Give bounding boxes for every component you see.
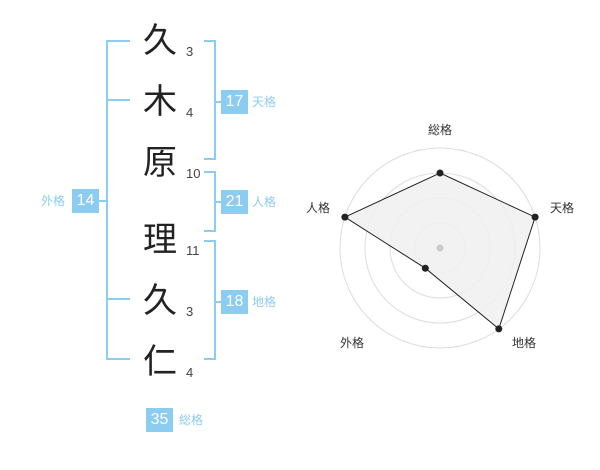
radar-grid-ring: [339, 147, 541, 349]
radar-center-dot: [436, 244, 444, 252]
radar-label-jinkaku: 人格: [306, 200, 330, 215]
soukaku-badge: 35: [146, 408, 173, 432]
tenkaku-badge: 17: [221, 90, 248, 114]
jinkaku-label: 人格: [252, 195, 277, 209]
name-char-2: 木: [143, 82, 177, 122]
stroke-count-5: 3: [186, 304, 194, 319]
chikaku-label: 地格: [252, 295, 277, 309]
bracket-connector: [214, 101, 222, 103]
bracket-tick: [106, 99, 130, 101]
bracket-connector: [99, 200, 107, 202]
radar-points: [341, 169, 539, 333]
name-char-5: 久: [143, 281, 177, 321]
soukaku-label: 総格: [179, 413, 204, 427]
bracket-connector: [214, 201, 222, 203]
stroke-count-6: 4: [186, 365, 194, 380]
radar-point-tenkaku: [531, 213, 539, 221]
radar-point-soukaku: [436, 169, 444, 177]
gaikaku-label: 外格: [41, 194, 66, 208]
radar-label-soukaku: 総格: [428, 122, 452, 137]
stroke-count-4: 11: [186, 243, 200, 258]
radar-label-tenkaku: 天格: [550, 200, 574, 215]
tenkaku-label: 天格: [252, 95, 277, 109]
radar-label-chikaku: 地格: [512, 335, 536, 350]
chikaku-bracket: [204, 240, 216, 360]
stroke-count-2: 4: [186, 105, 194, 120]
jinkaku-badge: 21: [221, 190, 248, 214]
chikaku-badge: 18: [221, 290, 248, 314]
radar-point-chikaku: [495, 325, 503, 333]
bracket-tick: [106, 298, 130, 300]
name-char-1: 久: [143, 21, 177, 61]
name-char-6: 仁: [143, 342, 177, 382]
name-char-3: 原: [143, 143, 177, 183]
radar-point-gaikaku: [421, 264, 429, 272]
tenkaku-bracket: [204, 40, 216, 160]
stroke-count-3: 10: [186, 166, 201, 181]
gaikaku-badge: 14: [72, 189, 99, 213]
radar-label-gaikaku: 外格: [340, 335, 364, 350]
gaikaku-bracket: [106, 40, 130, 360]
bracket-connector: [214, 301, 222, 303]
stroke-count-1: 3: [186, 44, 194, 59]
radar-point-jinkaku: [341, 213, 349, 221]
name-char-4: 理: [143, 220, 177, 260]
